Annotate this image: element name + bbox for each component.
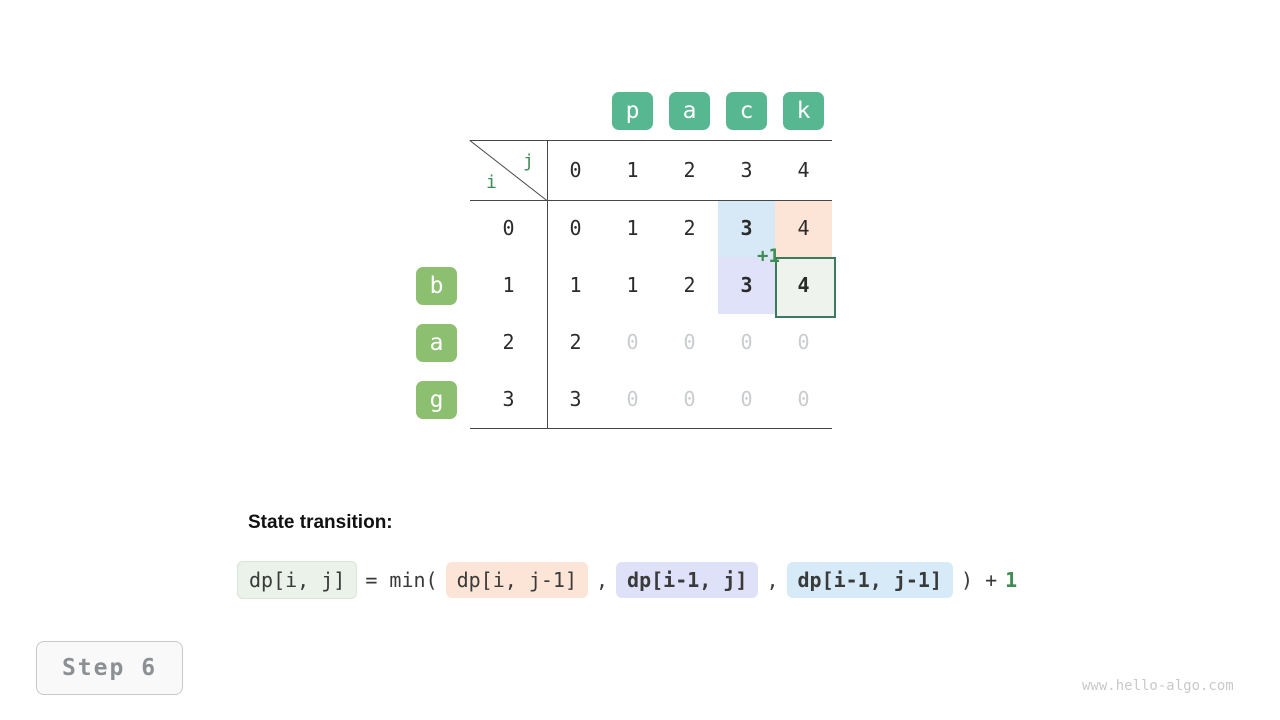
formula-increment: 1: [1005, 568, 1018, 592]
formula-separator: ,: [596, 568, 609, 592]
row-header: 3: [502, 387, 515, 411]
dp-cell: 0: [683, 387, 696, 411]
formula-separator: ,: [766, 568, 779, 592]
dp-cell: 1: [569, 273, 582, 297]
dp-cell: 0: [569, 216, 582, 240]
dp-cell: 3: [569, 387, 582, 411]
dp-cell: 0: [740, 387, 753, 411]
dp-cell: 2: [683, 216, 696, 240]
axis-label-j: j: [523, 151, 534, 172]
step-label: Step 6: [61, 655, 158, 681]
col-header: 0: [569, 158, 582, 182]
grid-line: [470, 200, 832, 201]
state-transition-heading: State transition:: [248, 512, 393, 533]
step-indicator: Step 6: [36, 641, 183, 695]
dp-im1-j-chip: dp[i-1, j]: [616, 562, 759, 598]
row-header: 0: [502, 216, 515, 240]
top-letter: k: [783, 92, 824, 130]
dp-cell: 0: [797, 387, 810, 411]
dp-cell: 0: [740, 330, 753, 354]
top-letter: p: [612, 92, 653, 130]
grid-line: [547, 140, 548, 428]
dp-im1-jm1-chip: dp[i-1, j-1]: [786, 562, 954, 598]
formula-operator: = min(: [365, 568, 438, 592]
dp-cell: 1: [626, 273, 639, 297]
watermark: www.hello-algo.com: [1082, 678, 1234, 694]
left-letter: g: [416, 380, 457, 419]
dp-cell: 0: [626, 330, 639, 354]
top-letter: c: [726, 92, 767, 130]
col-header: 2: [683, 158, 696, 182]
row-header: 1: [502, 273, 515, 297]
grid-diagonal: [469, 140, 547, 201]
col-header: 4: [797, 158, 810, 182]
top-letter: a: [669, 92, 710, 130]
cell-highlight: [775, 200, 832, 257]
cell-highlight: [718, 200, 775, 257]
cell-highlight: [775, 257, 836, 318]
plus-one-annotation: +1: [757, 245, 780, 267]
grid-line: [470, 140, 832, 141]
dp-cell: 4: [797, 273, 810, 297]
state-transition-formula: dp[i, j] = min( dp[i, j-1] , dp[i-1, j] …: [237, 561, 1017, 599]
dp-cell: 2: [683, 273, 696, 297]
col-header: 3: [740, 158, 753, 182]
dp-cell: 3: [740, 216, 753, 240]
dp-cell: 0: [626, 387, 639, 411]
dp-cell: 1: [626, 216, 639, 240]
left-letter: a: [416, 323, 457, 362]
dp-cell: 3: [740, 273, 753, 297]
formula-close: ) +: [961, 568, 998, 592]
row-header: 2: [502, 330, 515, 354]
left-letter: b: [416, 266, 457, 305]
dp-cell: 0: [797, 330, 810, 354]
dp-cell: 2: [569, 330, 582, 354]
col-header: 1: [626, 158, 639, 182]
axis-label-i: i: [486, 172, 497, 193]
dp-cell: 4: [797, 216, 810, 240]
dp-ij-chip: dp[i, j]: [237, 561, 358, 599]
dp-cell: 0: [683, 330, 696, 354]
grid-line: [470, 428, 832, 429]
dp-i-jm1-chip: dp[i, j-1]: [445, 562, 588, 598]
cell-highlight: [718, 257, 775, 314]
